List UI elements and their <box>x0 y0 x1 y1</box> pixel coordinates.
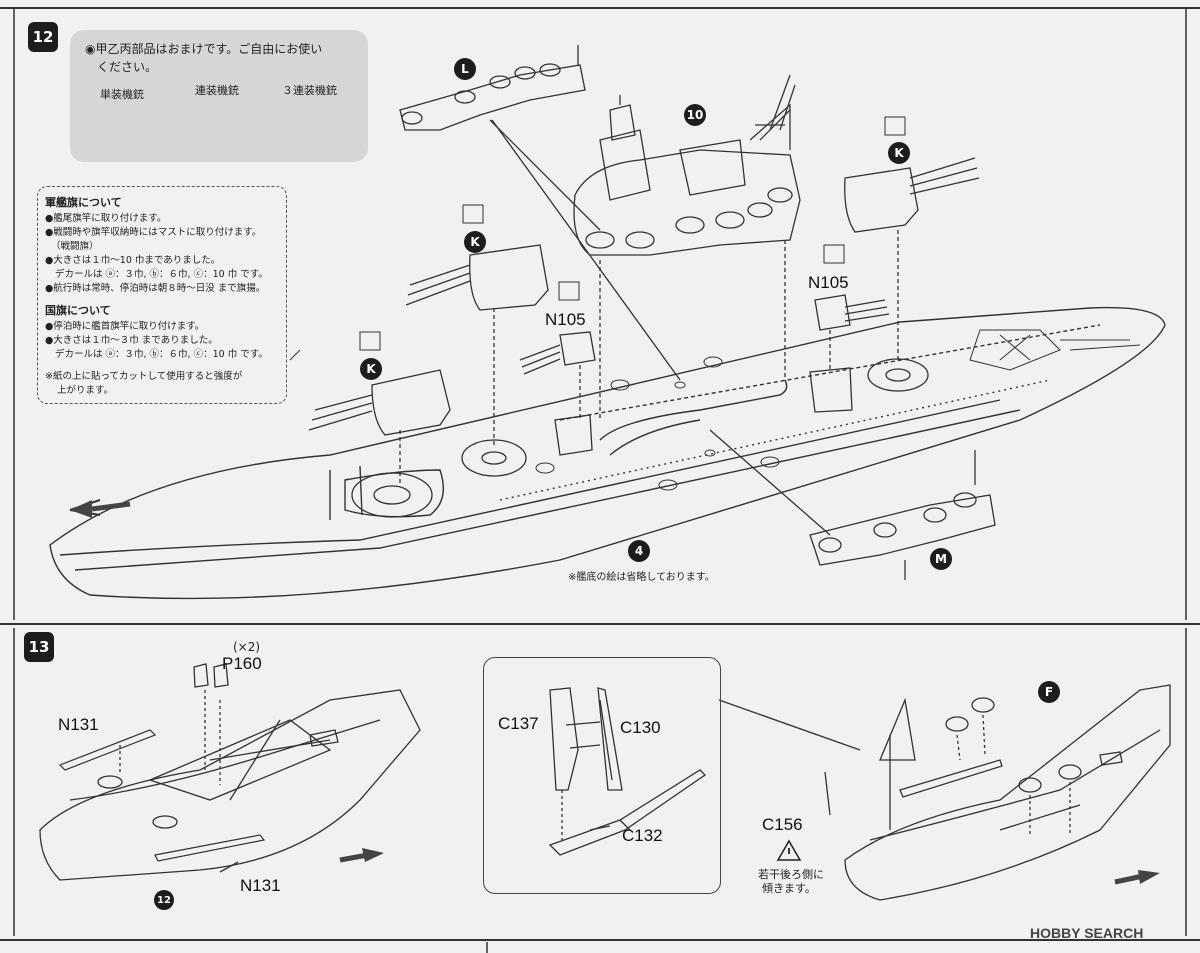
turret-k-middle <box>405 244 549 445</box>
paper-note-line1: ※紙の上に貼ってカットして使用すると強度が <box>45 371 243 382</box>
secondary-turret-left <box>519 331 596 456</box>
ensign-line: ●大きさは１巾〜10 巾までありました。 <box>45 255 221 266</box>
national-flag-line: ●大きさは１巾〜３巾 までありました。 <box>45 335 218 346</box>
bonus-parts-box <box>70 30 368 162</box>
step-12-badge: 12 <box>28 22 58 52</box>
national-flag-line: ●停泊時に艦首旗竿に取り付けます。 <box>45 321 205 332</box>
ensign-line: ●艦尾旗竿に取り付けます。 <box>45 213 167 224</box>
label-c156: C156 <box>762 815 803 834</box>
label-c137: C137 <box>498 714 539 733</box>
twin-gun-label: 連装機銃 <box>195 84 239 97</box>
marker-k-left: K <box>360 358 382 380</box>
ensign-line: ●戦闘時や旗竿収納時にはマストに取り付けます。 <box>45 227 262 238</box>
marker-k-right: K <box>888 142 910 164</box>
bonus-note-line2: ください。 <box>97 60 158 74</box>
paper-note-line2: 上がります。 <box>57 385 114 396</box>
single-gun-label: 単装機銃 <box>100 88 144 101</box>
marker-10: 10 <box>684 104 706 126</box>
turret-k-right <box>844 157 980 360</box>
ensign-line: ●航行時は常時、停泊時は朝８時〜日没 まで旗揚。 <box>45 283 266 294</box>
label-n105-left: N105 <box>545 310 586 329</box>
ensign-line: デカールは ⓐ：３巾, ⓑ：６巾, ⓒ：10 巾 です。 <box>55 269 268 280</box>
main-hull <box>49 306 1166 600</box>
label-c130: C130 <box>620 718 661 737</box>
label-n105-right: N105 <box>808 273 849 292</box>
national-flag-line: デカールは ⓐ：３巾, ⓑ：６巾, ⓒ：10 巾 です。 <box>55 349 268 360</box>
marker-l: L <box>454 58 476 80</box>
marker-k-middle: K <box>464 231 486 253</box>
mast-inset-box <box>483 657 721 894</box>
hull-bottom-note: ※艦底の絵は省略しております。 <box>568 572 715 583</box>
mast-detail <box>548 687 861 856</box>
part-n131 <box>58 729 266 873</box>
hobby-search-watermark: HOBBY SEARCH <box>1030 925 1144 941</box>
label-n131-top: N131 <box>58 715 99 734</box>
barbettes <box>351 358 929 518</box>
part-p160 <box>193 663 229 688</box>
step-13-badge: 13 <box>24 632 54 662</box>
bow-hull-right <box>824 684 1171 901</box>
caution-line1: 若干後ろ側に <box>758 868 824 881</box>
ensign-heading: 軍艦旗について <box>45 196 122 209</box>
flag-notes-box <box>37 186 287 404</box>
flag-icons <box>359 116 906 351</box>
gun-platform-l <box>399 45 681 381</box>
label-n131-bottom: N131 <box>240 876 281 895</box>
bow-hull-left <box>39 689 421 881</box>
flag-notes: 軍艦旗について ●艦尾旗竿に取り付けます。 ●戦闘時や旗竿収納時にはマストに取り… <box>45 194 268 398</box>
quantity-label: (×2) <box>233 640 261 654</box>
superstructure <box>573 74 801 420</box>
marker-m: M <box>930 548 952 570</box>
marker-4: 4 <box>628 540 650 562</box>
triple-gun-label: ３連装機銃 <box>282 84 337 97</box>
gun-platform-m <box>709 429 996 580</box>
ref-step-12: 12 <box>154 890 174 910</box>
national-flag-heading: 国旗について <box>45 304 111 317</box>
ensign-line: （戦闘旗） <box>51 241 99 252</box>
marker-f: F <box>1038 681 1060 703</box>
caution-line2: 傾きます。 <box>762 882 816 895</box>
label-p160: P160 <box>222 654 262 673</box>
bonus-note-line1: ◉甲乙丙部品はおまけです。ご自由にお使い <box>85 42 323 56</box>
secondary-turret-right <box>809 294 890 413</box>
turret-k-left <box>308 369 451 485</box>
label-c132: C132 <box>622 826 663 845</box>
